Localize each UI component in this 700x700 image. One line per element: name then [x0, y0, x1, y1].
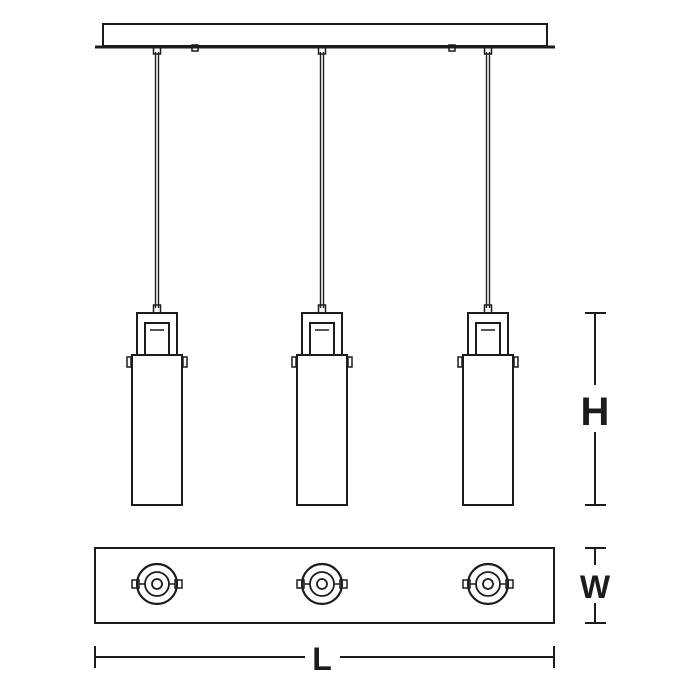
pendant-3	[457, 46, 519, 506]
canopy-screw-left	[191, 44, 199, 52]
fitter-frame	[136, 312, 178, 356]
glass-screw-right	[182, 356, 188, 368]
glass-screw-left	[126, 356, 132, 368]
glass-screw-left	[457, 356, 463, 368]
mount-inner-ring	[475, 571, 501, 597]
glass-screw-right	[513, 356, 519, 368]
canopy-mount-1	[131, 562, 183, 606]
glass-screw-right	[347, 356, 353, 368]
fitter-inner-bracket	[309, 322, 335, 355]
mount-inner-ring	[144, 571, 170, 597]
mount-inner-ring	[309, 571, 335, 597]
mount-outer-ring	[135, 562, 179, 606]
mount-outer-ring	[466, 562, 510, 606]
cord-grip-top	[483, 46, 493, 55]
pendant-2	[291, 46, 353, 506]
canopy-top-view	[94, 547, 555, 624]
fitter-frame	[467, 312, 509, 356]
height-label: H	[581, 390, 610, 434]
cord-grip-top	[152, 46, 162, 55]
length-dimension: L	[94, 641, 555, 677]
height-dimension: H	[581, 312, 610, 506]
cord-grip-bottom	[483, 304, 493, 314]
cord-grip-bottom	[152, 304, 162, 314]
glass-shade	[462, 354, 514, 506]
canopy-screw-right	[448, 44, 456, 52]
canopy-mounts	[131, 562, 514, 606]
width-dimension: W	[580, 547, 611, 624]
length-label: L	[312, 641, 332, 677]
canopy-body	[102, 23, 548, 47]
glass-shade	[296, 354, 348, 506]
fitter-inner-bracket	[144, 322, 170, 355]
fitter-inner-bracket	[475, 322, 501, 355]
pendant-1	[126, 46, 188, 506]
canopy-top-outline	[94, 547, 555, 624]
fitter-frame	[301, 312, 343, 356]
canopy-mount-3	[462, 562, 514, 606]
cord-grip-top	[317, 46, 327, 55]
mount-center-hole	[151, 578, 163, 590]
pendants-front-view	[126, 46, 519, 506]
mount-center-hole	[316, 578, 328, 590]
glass-screw-left	[291, 356, 297, 368]
mount-outer-ring	[300, 562, 344, 606]
glass-shade	[131, 354, 183, 506]
canopy-mount-2	[296, 562, 348, 606]
width-label: W	[580, 569, 611, 605]
cord-grip-bottom	[317, 304, 327, 314]
mount-center-hole	[482, 578, 494, 590]
